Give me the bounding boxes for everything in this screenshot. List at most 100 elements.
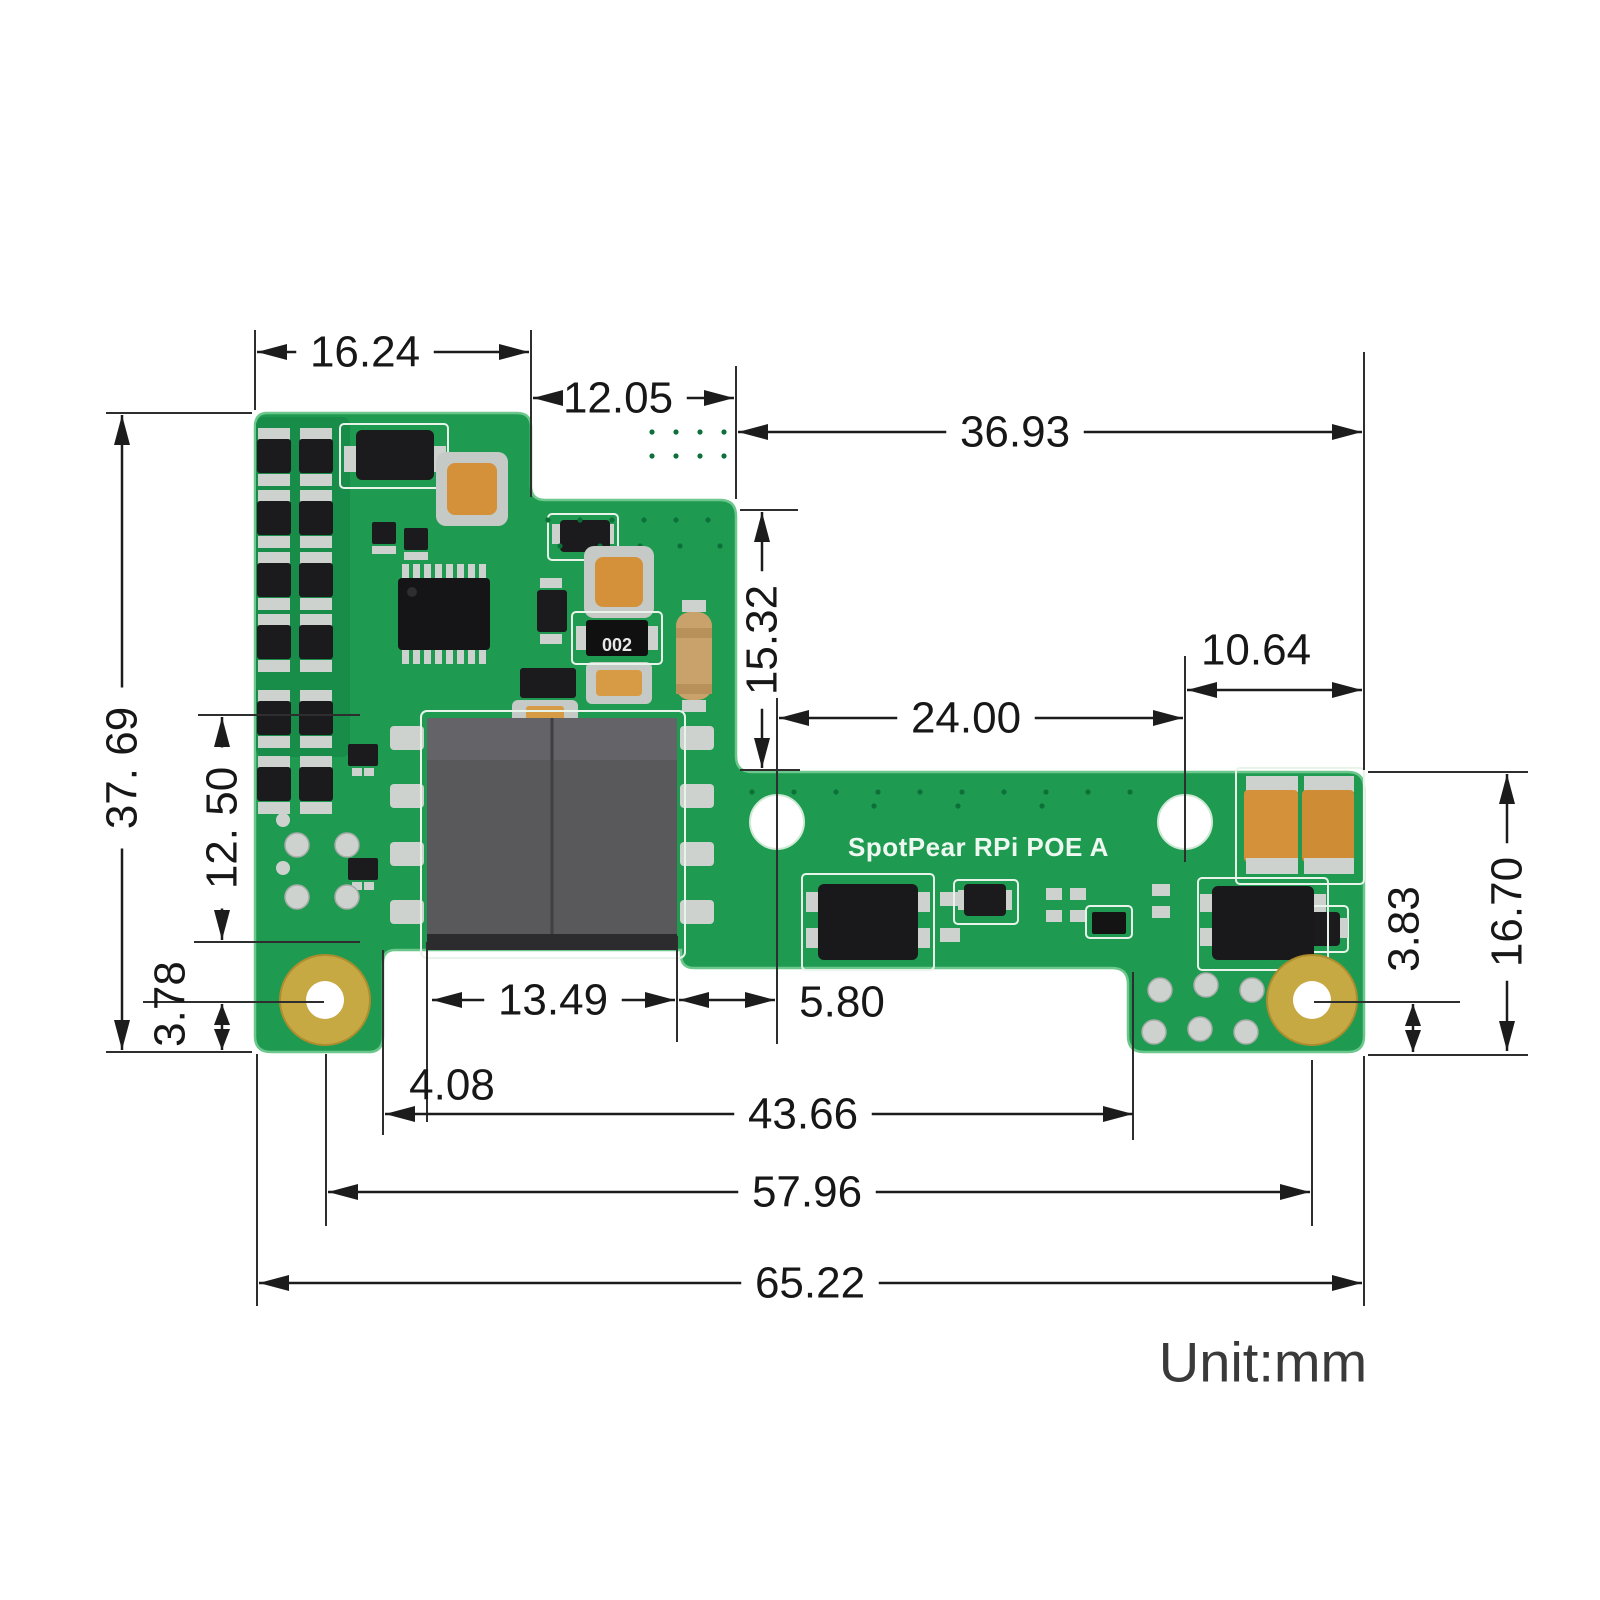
component-shape bbox=[352, 882, 362, 890]
component-shape bbox=[435, 650, 442, 664]
solder-pad bbox=[1193, 972, 1219, 998]
dimension-arrowhead bbox=[385, 1106, 415, 1122]
component-shape bbox=[806, 892, 820, 912]
component-shape bbox=[1152, 906, 1170, 918]
unit-note: Unit:mm bbox=[1159, 1331, 1367, 1394]
via-dot bbox=[717, 543, 723, 549]
dimension-spacing-arm-holes: 24.00 bbox=[779, 694, 1183, 743]
silkscreen-text: SpotPear RPi POE A bbox=[848, 832, 1109, 862]
via-dot bbox=[705, 517, 711, 523]
via-dot bbox=[1127, 789, 1133, 795]
via-dot bbox=[833, 789, 839, 795]
dimension-arrowhead bbox=[1153, 710, 1183, 726]
dimension-arrowhead bbox=[499, 344, 529, 360]
component-shape bbox=[1200, 894, 1214, 912]
via-dot bbox=[545, 517, 551, 523]
component-shape bbox=[257, 767, 291, 801]
dimension-hole-right-to-bottom: 3.83 bbox=[1380, 886, 1429, 1052]
via-dot bbox=[609, 517, 615, 523]
component-shape bbox=[300, 736, 332, 748]
via-dot bbox=[641, 517, 647, 523]
component-shape bbox=[258, 536, 290, 548]
component-shape bbox=[1200, 928, 1214, 946]
component-shape bbox=[1092, 912, 1126, 934]
component-shape bbox=[258, 474, 290, 486]
dimension-label: 16.70 bbox=[1483, 857, 1532, 967]
component-shape bbox=[680, 900, 714, 924]
component-shape bbox=[404, 552, 428, 560]
component-shape bbox=[300, 802, 332, 814]
component-shape bbox=[413, 650, 420, 664]
solder-pad bbox=[284, 884, 310, 910]
component-shape bbox=[299, 767, 333, 801]
component-shape bbox=[258, 802, 290, 814]
component-shape bbox=[537, 590, 567, 632]
dimension-label: 43.66 bbox=[748, 1090, 858, 1139]
component-shape bbox=[372, 546, 396, 554]
via-dot bbox=[677, 543, 683, 549]
component-shape bbox=[676, 628, 712, 638]
solder-pad bbox=[276, 813, 290, 827]
capacitor-left-b bbox=[584, 546, 654, 618]
component-shape bbox=[680, 842, 714, 866]
component-shape bbox=[457, 650, 464, 664]
dimension-height-left-feature: 12. 50 bbox=[198, 717, 247, 940]
component-shape bbox=[258, 736, 290, 748]
component-shape bbox=[390, 726, 424, 750]
solder-pad bbox=[1239, 977, 1265, 1003]
component-shape bbox=[257, 501, 291, 535]
component-shape bbox=[958, 890, 968, 910]
component-shape bbox=[348, 744, 378, 766]
solder-pad bbox=[334, 884, 360, 910]
via-dot bbox=[557, 543, 563, 549]
component-shape bbox=[424, 650, 431, 664]
dimension-label: 37. 69 bbox=[98, 707, 147, 829]
component-shape bbox=[413, 564, 420, 578]
dimension-label: 16.24 bbox=[310, 328, 420, 377]
component-shape bbox=[540, 634, 562, 644]
component-shape bbox=[916, 928, 930, 948]
dimension-arrowhead bbox=[779, 710, 809, 726]
component-shape bbox=[300, 660, 332, 672]
component-shape bbox=[676, 684, 712, 694]
via-dot bbox=[955, 803, 961, 809]
component-shape bbox=[372, 522, 396, 544]
solder-pad bbox=[1141, 1019, 1167, 1045]
component-shape bbox=[356, 430, 434, 480]
via-dot bbox=[649, 429, 655, 435]
dimension-arrowhead bbox=[1405, 1004, 1421, 1026]
component-shape bbox=[520, 668, 576, 698]
dimension-transformer-to-hole: 5.80 bbox=[679, 978, 885, 1027]
component-shape bbox=[300, 598, 332, 610]
component-shape bbox=[680, 726, 714, 750]
dimension-arrowhead bbox=[257, 344, 287, 360]
dimension-arrowhead bbox=[259, 1275, 289, 1291]
component-shape bbox=[1152, 884, 1170, 896]
component-shape bbox=[258, 598, 290, 610]
component-shape bbox=[1046, 888, 1062, 900]
component-shape bbox=[348, 858, 378, 880]
mounting-hole-left bbox=[279, 954, 371, 1046]
via-dot bbox=[577, 517, 583, 523]
dimension-arrowhead bbox=[214, 910, 230, 940]
component-shape bbox=[806, 928, 820, 948]
component-shape bbox=[300, 474, 332, 486]
dimension-label: 12. 50 bbox=[198, 767, 247, 889]
resistor-002: 002 bbox=[571, 611, 663, 665]
dimension-arrowhead bbox=[645, 992, 675, 1008]
via-dot bbox=[721, 453, 727, 459]
solder-pad bbox=[276, 861, 290, 875]
mounting-hole-right bbox=[1266, 954, 1358, 1046]
component-shape bbox=[300, 490, 332, 502]
component-shape bbox=[446, 650, 453, 664]
dimension-width-notch: 43.66 bbox=[385, 1090, 1133, 1139]
dimension-arrowhead bbox=[704, 390, 734, 406]
component-shape bbox=[258, 428, 290, 440]
capacitor-right-pair bbox=[1235, 767, 1365, 885]
solder-pad bbox=[1147, 977, 1173, 1003]
via-dot bbox=[697, 453, 703, 459]
dimension-label: 3.78 bbox=[146, 961, 195, 1047]
dimension-hole-left-to-bottom: 3.78 bbox=[146, 961, 230, 1050]
component-shape bbox=[916, 892, 930, 912]
solder-pad bbox=[1233, 1019, 1259, 1045]
